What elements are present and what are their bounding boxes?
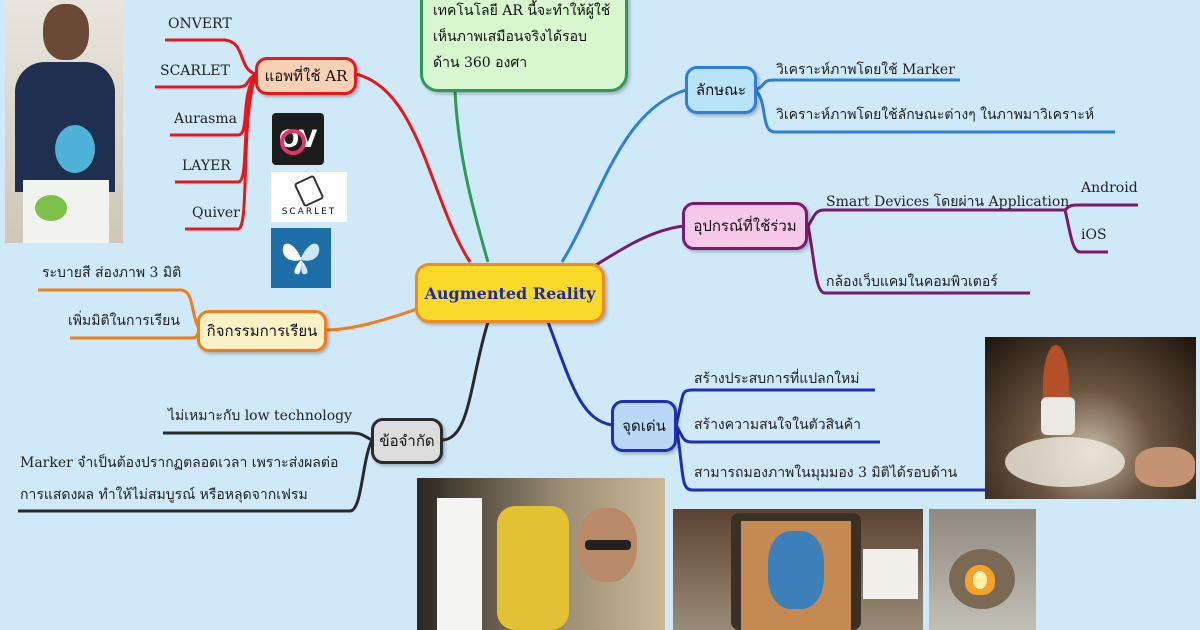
devices-node: อุปกรณ์ที่ใช้ร่วม — [682, 202, 808, 250]
fire-ar-photo — [929, 509, 1036, 630]
highlight-item-1: สร้างประสบการที่แปลกใหม่ — [694, 371, 860, 387]
characteristics-node: ลักษณะ — [685, 66, 757, 114]
app-item-aurasma: Aurasma — [174, 111, 237, 127]
activity-item-1: ระบายสี ส่องภาพ 3 มิติ — [42, 265, 182, 281]
device-smart: Smart Devices โดยผ่าน Application — [826, 194, 1070, 210]
central-label: Augmented Reality — [424, 283, 596, 303]
device-os-ios: iOS — [1081, 227, 1107, 243]
devices-label: อุปกรณ์ที่ใช้ร่วม — [693, 217, 797, 235]
aurasma-logo — [271, 228, 331, 288]
activity-item-2: เพิ่มมิติในการเรียน — [68, 313, 180, 329]
top-note-line-1: เทคโนโลยี AR นี้จะทำให้ผู้ใช้ — [433, 3, 611, 19]
app-item-scarlet: SCARLET — [160, 63, 230, 79]
highlights-node: จุดเด่น — [611, 400, 677, 452]
rocket-ar-photo — [985, 337, 1196, 499]
highlights-label: จุดเด่น — [622, 417, 666, 435]
scarlet-logo-icon — [293, 174, 325, 207]
activities-node: กิจกรรมการเรียน — [197, 310, 327, 352]
highlight-item-3: สามารถมองภาพในมุมมอง 3 มิติได้รอบด้าน — [694, 465, 958, 481]
characteristic-item-1: วิเคราะห์ภาพโดยใช้ Marker — [776, 62, 955, 78]
app-item-onvert: ONVERT — [168, 16, 232, 32]
app-item-quiver: Quiver — [192, 205, 240, 221]
onvert-logo: OV — [272, 113, 324, 165]
car-ar-photo — [417, 478, 665, 630]
tablet-ar-photo — [673, 509, 923, 630]
student-photo — [5, 0, 123, 243]
device-webcam: กล้องเว็บแคมในคอมพิวเตอร์ — [826, 274, 998, 290]
limit-item-2-line-1: Marker จำเป็นต้องปรากฏตลอดเวลา เพราะส่งผ… — [20, 455, 339, 471]
top-note-line-3: ด้าน 360 องศา — [433, 55, 528, 71]
scarlet-logo: SCARLET — [271, 172, 347, 222]
apps-node: แอพที่ใช้ AR — [255, 57, 357, 95]
central-node: Augmented Reality — [415, 263, 605, 323]
butterfly-icon — [282, 243, 320, 275]
top-note-line-2: เห็นภาพเสมือนจริงได้รอบ — [433, 29, 587, 45]
characteristics-label: ลักษณะ — [695, 81, 747, 99]
device-os-android: Android — [1081, 180, 1138, 196]
limit-item-2-line-2: การแสดงผล ทำให้ไม่สมบูรณ์ หรือหลุดจากเฟร… — [20, 487, 308, 503]
scarlet-logo-text: SCARLET — [281, 206, 337, 217]
limits-label: ข้อจำกัด — [379, 432, 435, 450]
activities-label: กิจกรรมการเรียน — [206, 322, 318, 340]
apps-label: แอพที่ใช้ AR — [264, 67, 348, 85]
limits-node: ข้อจำกัด — [371, 418, 443, 464]
limit-item-1: ไม่เหมาะกับ low technology — [168, 408, 353, 424]
top-note-box: เทคโนโลยี AR นี้จะทำให้ผู้ใช้ เห็นภาพเสม… — [420, 0, 628, 92]
app-item-layer: LAYER — [182, 158, 231, 174]
highlight-item-2: สร้างความสนใจในตัวสินค้า — [694, 417, 861, 433]
characteristic-item-2: วิเคราะห์ภาพโดยใช้ลักษณะต่างๆ ในภาพมาวิเ… — [776, 107, 1095, 123]
